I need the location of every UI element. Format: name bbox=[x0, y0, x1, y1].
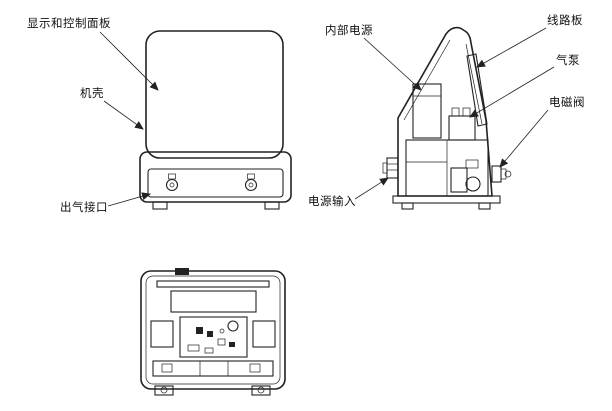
side-foot-left bbox=[401, 202, 414, 210]
bottom-view bbox=[140, 268, 286, 396]
bottom-outer-shell bbox=[140, 270, 286, 390]
leader-air-outlet bbox=[107, 192, 151, 207]
bottom-band bbox=[152, 360, 274, 377]
label-internal-power: 内部电源 bbox=[325, 23, 373, 37]
leader-internal-power bbox=[363, 37, 422, 91]
vent-slot bbox=[156, 280, 270, 288]
label-solenoid-valve: 电磁阀 bbox=[549, 95, 585, 109]
leader-casing bbox=[103, 100, 144, 130]
label-circuit-board: 线路板 bbox=[547, 13, 583, 27]
bottom-inner-shell bbox=[145, 275, 281, 385]
inner-wall-front bbox=[403, 39, 451, 121]
outlet-band bbox=[147, 168, 284, 198]
outlet-connector-left bbox=[165, 173, 179, 192]
leader-display-panel bbox=[99, 31, 159, 91]
front-view bbox=[139, 30, 292, 210]
labels: 显示和控制面板 机壳 出气接口 内部电源 线路板 气泵 电磁阀 电源输入 bbox=[27, 13, 585, 214]
base-housing bbox=[139, 151, 292, 203]
bottom-foot-right bbox=[251, 385, 271, 396]
side-pocket-left bbox=[150, 320, 174, 348]
bottom-foot-left bbox=[154, 385, 174, 396]
side-base-plate bbox=[392, 195, 501, 204]
air-pump-box bbox=[448, 107, 476, 141]
side-foot-right bbox=[478, 202, 491, 210]
side-view bbox=[382, 26, 512, 210]
circuit-board-strip bbox=[466, 53, 488, 127]
display-screen bbox=[145, 30, 284, 159]
leader-circuit-board bbox=[476, 27, 547, 68]
power-input-connector bbox=[382, 157, 399, 179]
side-pocket-right bbox=[252, 320, 276, 348]
top-tab bbox=[175, 268, 189, 275]
side-profile bbox=[397, 26, 493, 197]
label-power-input: 电源输入 bbox=[308, 194, 356, 208]
inner-wall-back bbox=[465, 43, 483, 125]
front-foot-right bbox=[264, 201, 280, 210]
leader-air-pump bbox=[469, 66, 555, 118]
label-air-pump: 气泵 bbox=[556, 53, 580, 67]
leader-lines bbox=[99, 27, 555, 207]
pcb-board bbox=[179, 316, 248, 358]
leader-solenoid-valve bbox=[499, 109, 549, 168]
solenoid-valve bbox=[450, 159, 512, 193]
label-casing: 机壳 bbox=[80, 86, 104, 100]
leader-power-input bbox=[354, 177, 389, 200]
rear-opening bbox=[170, 290, 257, 313]
internal-power-box bbox=[412, 83, 442, 139]
outlet-connector-right bbox=[244, 173, 258, 192]
front-foot-left bbox=[152, 201, 168, 210]
label-air-outlet: 出气接口 bbox=[60, 200, 108, 214]
label-display-panel: 显示和控制面板 bbox=[27, 16, 111, 30]
